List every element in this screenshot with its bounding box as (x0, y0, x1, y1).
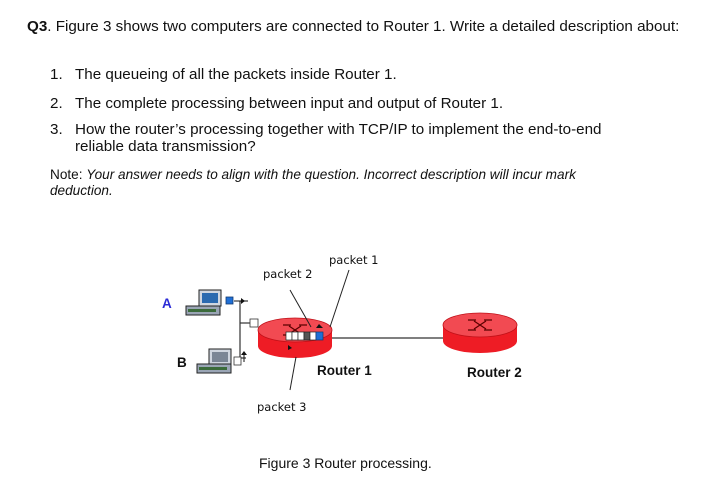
item-number: 3. (50, 121, 63, 138)
packet2-label: packet 2 (263, 267, 313, 281)
question-list: 1. The queueing of all the packets inside… (50, 66, 650, 155)
item-text: The queueing of all the packets inside R… (75, 66, 397, 83)
host-b-label: B (177, 355, 187, 370)
figure-caption: Figure 3 Router processing. (259, 455, 432, 471)
router1-label: Router 1 (317, 363, 372, 378)
packet2-pointer (289, 289, 312, 328)
router-2-icon (442, 312, 518, 353)
packet1-label: packet 1 (329, 253, 379, 267)
packet3-pointer (289, 356, 297, 391)
host-a-label: A (162, 296, 172, 311)
list-item: 2. The complete processing between input … (50, 95, 650, 112)
note: Note: Your answer needs to align with th… (50, 167, 640, 199)
item-number: 2. (50, 95, 63, 112)
question-heading: Q3. Figure 3 shows two computers are con… (27, 17, 687, 37)
packet1-pointer (329, 269, 350, 328)
router-1-icon (249, 317, 333, 358)
input-buffer-slot (249, 318, 259, 328)
router2-label: Router 2 (467, 365, 522, 380)
note-text: Your answer needs to align with the ques… (50, 167, 576, 198)
packet3-label: packet 3 (257, 400, 307, 414)
question-number: Q3 (27, 18, 48, 35)
item-number: 1. (50, 66, 63, 83)
note-prefix: Note: (50, 167, 87, 182)
computer-a-icon (185, 289, 245, 316)
list-item: 1. The queueing of all the packets inside… (50, 66, 650, 83)
list-item: 3. How the router’s processing together w… (50, 121, 650, 155)
question-text: . Figure 3 shows two computers are conne… (47, 18, 680, 35)
item-text: How the router’s processing together wit… (75, 121, 602, 155)
item-text: The complete processing between input an… (75, 95, 504, 112)
computer-b-icon (196, 348, 247, 374)
